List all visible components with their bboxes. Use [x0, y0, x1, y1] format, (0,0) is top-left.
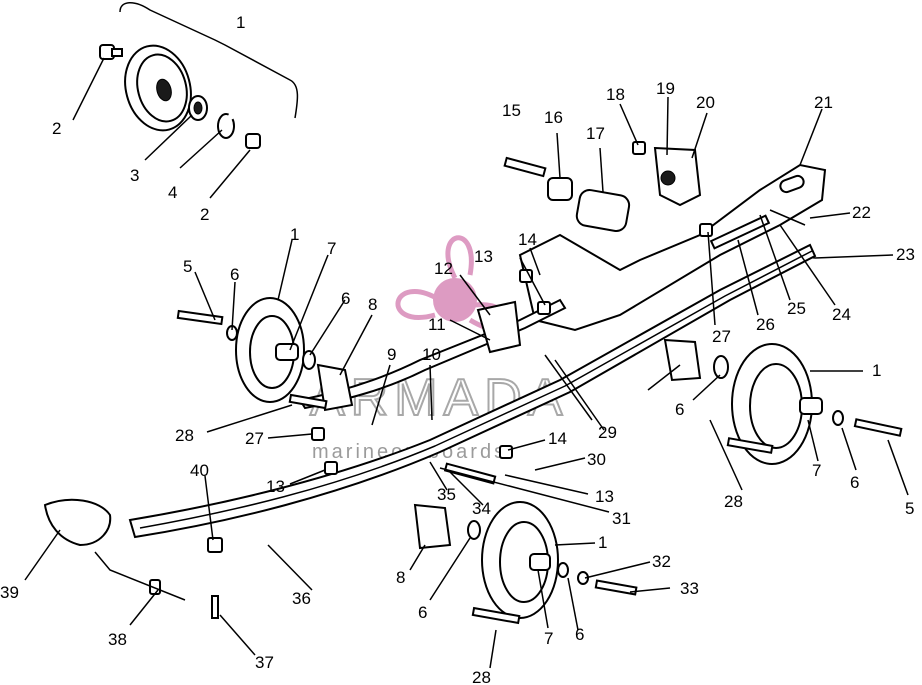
callout-label: 8: [396, 568, 405, 587]
callout-label: 17: [586, 124, 605, 143]
callout-label: 6: [850, 473, 859, 492]
callout-label: 1: [598, 533, 607, 552]
callout-label: 2: [52, 119, 61, 138]
callout-label: 1: [872, 361, 881, 380]
callout-label: 14: [518, 230, 537, 249]
callout-label: 7: [544, 629, 553, 648]
callout-label: 11: [428, 315, 446, 334]
callout-label: 28: [472, 668, 491, 685]
callout-label: 38: [108, 630, 127, 649]
callout-label: 32: [652, 552, 671, 571]
callout-label: 34: [472, 499, 491, 518]
callout-label: 30: [587, 450, 606, 469]
callout-label: 36: [292, 589, 311, 608]
callout-label: 27: [245, 429, 264, 448]
callout-label: 5: [905, 499, 914, 518]
callout-label: 25: [787, 299, 806, 318]
callout-label: 19: [656, 79, 675, 98]
callout-label: 23: [896, 245, 915, 264]
callout-label: 16: [544, 108, 563, 127]
callout-label: 22: [852, 203, 871, 222]
bushing-icon: [575, 189, 631, 233]
bearing-icon: [188, 95, 208, 121]
rear-arm-assembly: [503, 141, 827, 332]
bracket-icon: [663, 338, 702, 382]
callout-label: 10: [422, 345, 441, 364]
bolt-icon: [99, 44, 123, 60]
bushing-icon: [547, 177, 573, 201]
callout-label: 3: [130, 166, 139, 185]
callout-label: 33: [680, 579, 699, 598]
callout-label: 20: [696, 93, 715, 112]
callout-label: 37: [255, 653, 274, 672]
callout-label: 1: [236, 13, 245, 32]
callout-label: 21: [814, 93, 833, 112]
callout-label: 28: [175, 426, 194, 445]
callout-label: 6: [341, 289, 350, 308]
nut-icon: [245, 133, 261, 149]
callout-label: 7: [327, 239, 336, 258]
callout-label: 35: [437, 485, 456, 504]
bracket-icon: [653, 146, 702, 207]
callout-label: 18: [606, 85, 625, 104]
snap-ring-icon: [217, 113, 235, 139]
bracket-icon: [316, 363, 354, 412]
callout-label: 39: [0, 583, 19, 602]
callout-label: 4: [168, 183, 177, 202]
callout-label: 2: [200, 205, 209, 224]
idler-wheel-icon: [481, 501, 559, 619]
callout-label: 31: [612, 509, 631, 528]
callout-label: 7: [812, 461, 821, 480]
top-wheel-assembly: [72, 2, 299, 199]
callout-label: 27: [712, 327, 731, 346]
leader-lines: [24, 96, 909, 669]
callout-labels: 1 2 3 4 2 1 7 5 6 6 8 9 10 11 12 13 14 1…: [0, 13, 915, 685]
callout-label: 26: [756, 315, 775, 334]
callout-label: 6: [575, 625, 584, 644]
callout-label: 40: [190, 461, 209, 480]
callout-label: 12: [434, 259, 453, 278]
callout-label: 5: [183, 257, 192, 276]
callout-label: 6: [230, 265, 239, 284]
callout-label: 1: [290, 225, 299, 244]
callout-label: 13: [474, 247, 493, 266]
idler-wheel-icon: [235, 297, 305, 403]
rail-tip-icon: [43, 498, 112, 547]
bolt-icon: [503, 156, 547, 178]
callout-label: 13: [266, 477, 285, 496]
callout-label: 8: [368, 295, 377, 314]
idler-wheel-icon: [124, 44, 192, 132]
nut-icon: [632, 141, 646, 155]
idler-wheel-icon: [731, 343, 823, 465]
callout-label: 6: [675, 400, 684, 419]
callout-label: 24: [832, 305, 851, 324]
callout-label: 9: [387, 345, 396, 364]
callout-label: 15: [502, 101, 521, 120]
bolt-icon: [709, 214, 771, 250]
callout-label: 14: [548, 429, 567, 448]
callout-label: 13: [595, 487, 614, 506]
bracket-icon: [413, 503, 452, 550]
callout-label: 29: [598, 423, 617, 442]
callout-label: 28: [724, 492, 743, 511]
callout-label: 6: [418, 603, 427, 622]
